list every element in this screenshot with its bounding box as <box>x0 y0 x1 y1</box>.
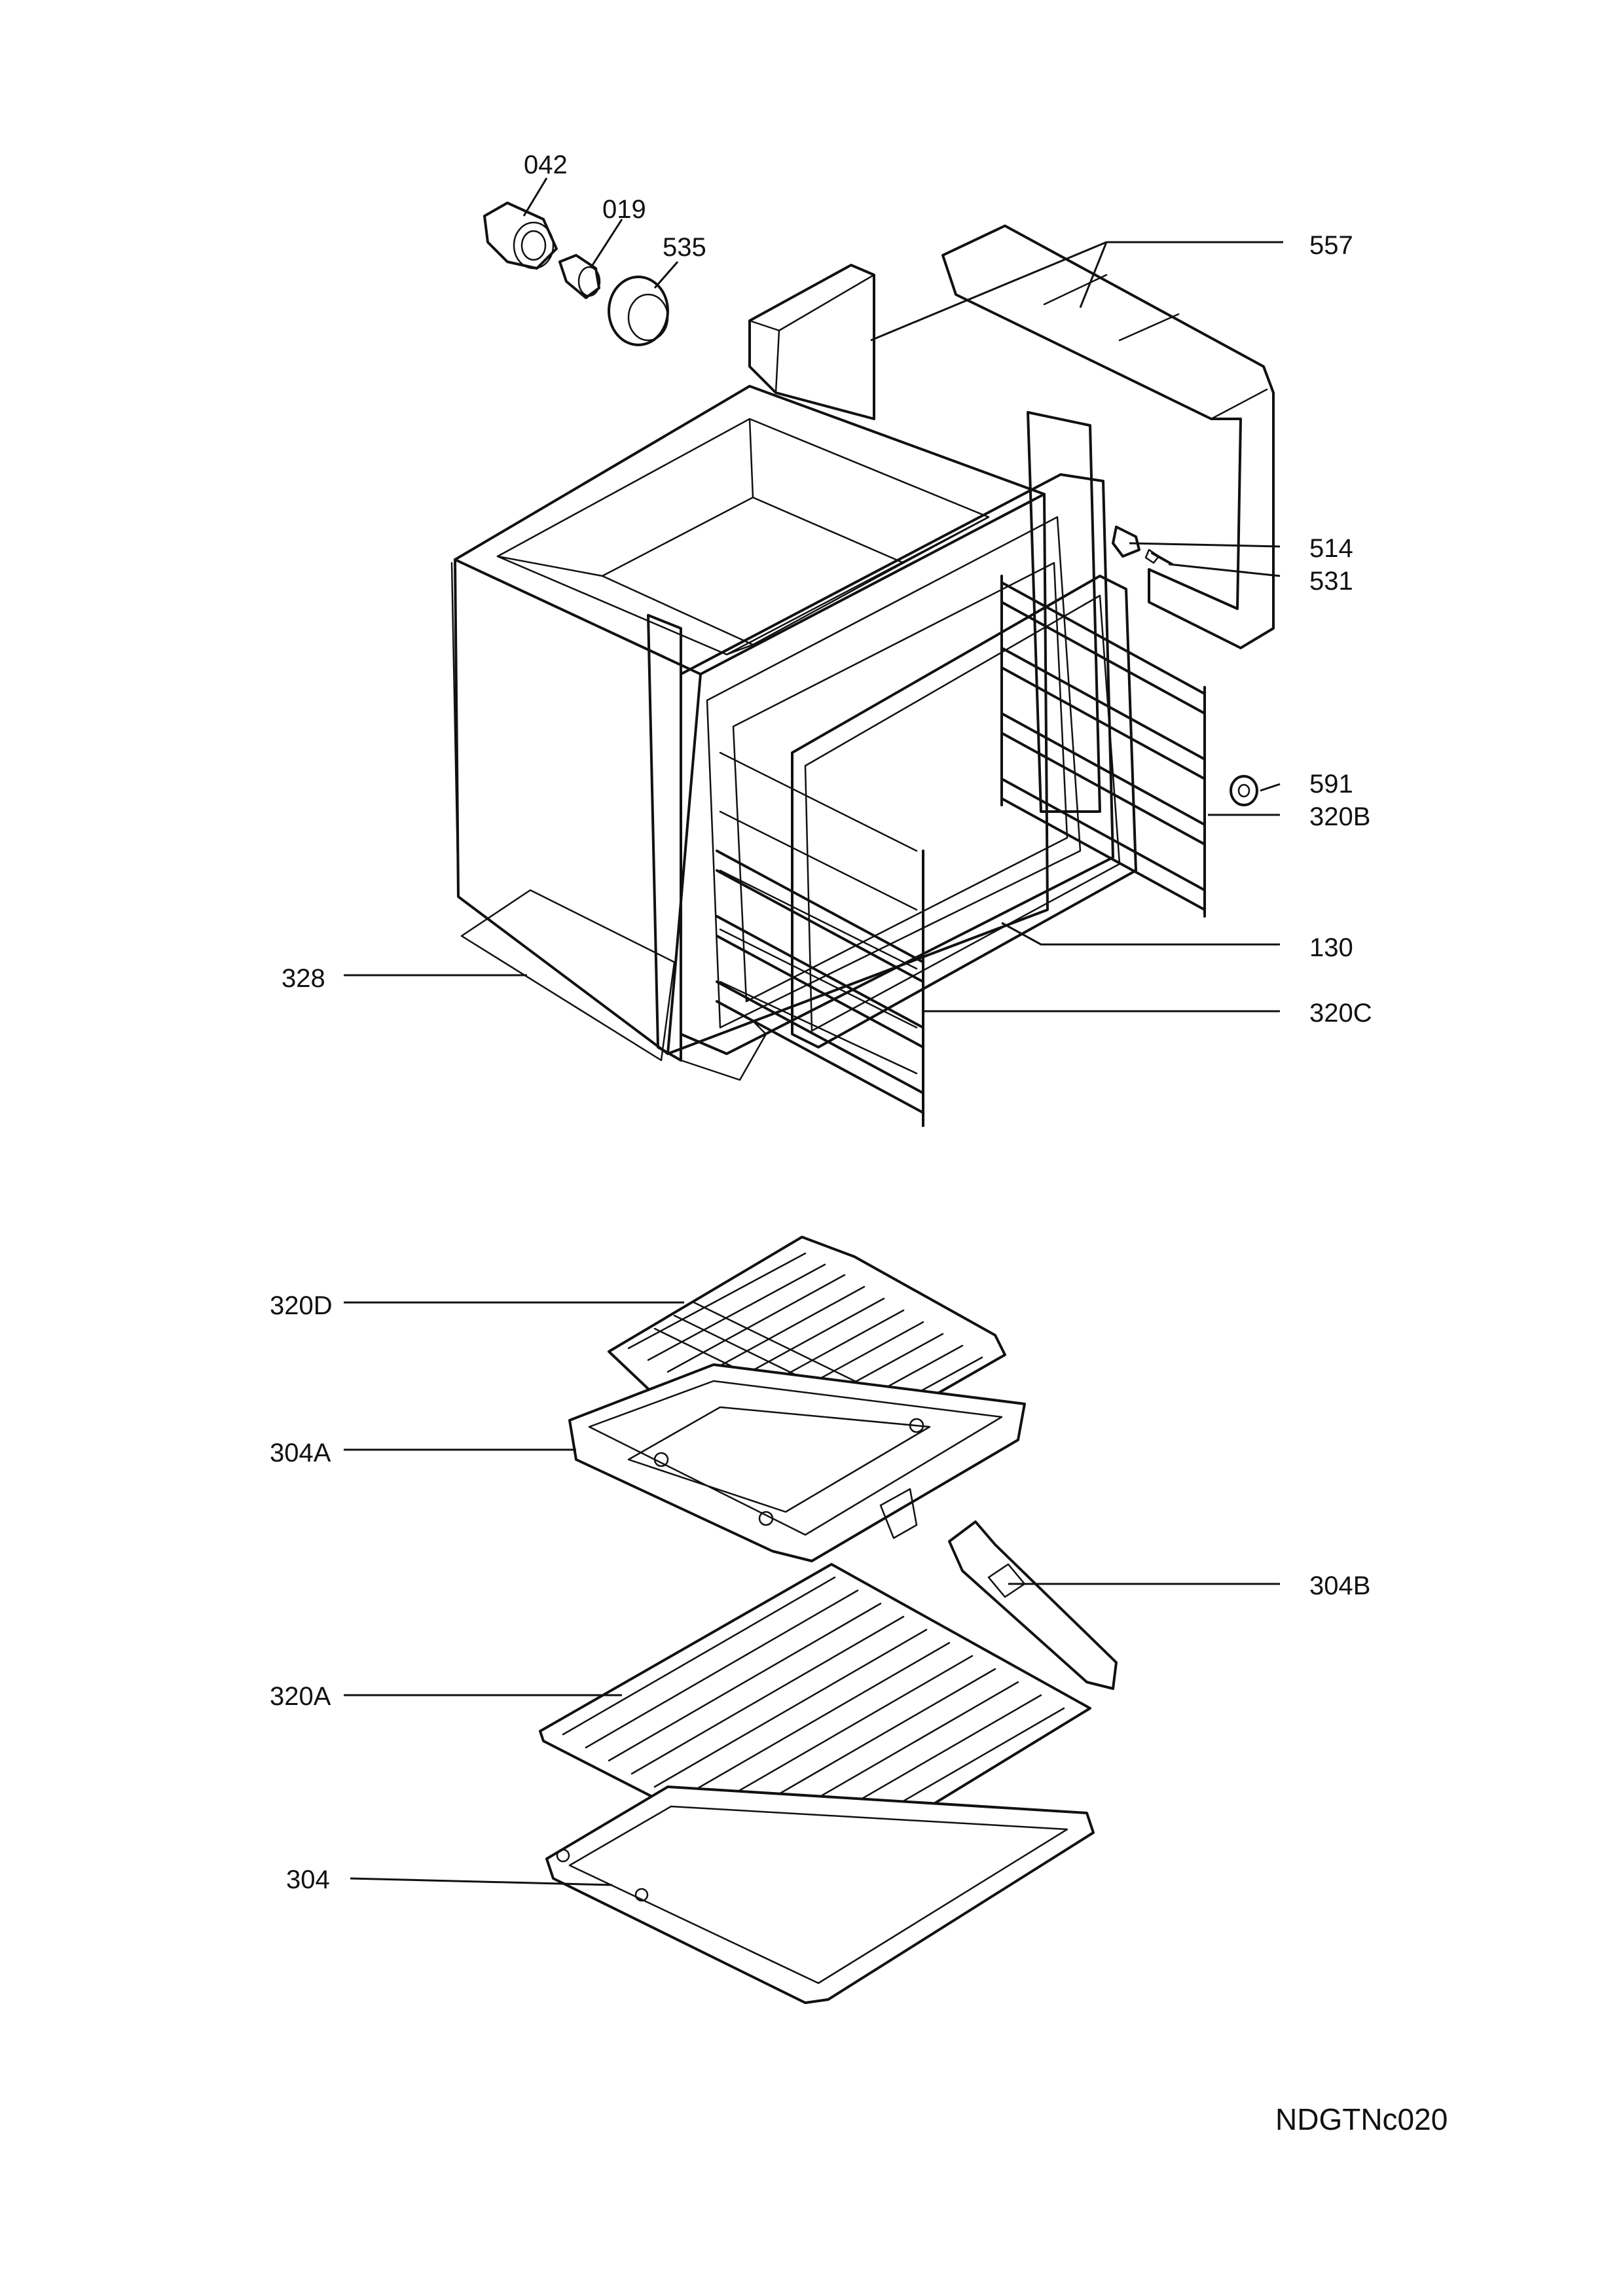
insulation-pad-small <box>748 264 875 420</box>
grill-pan <box>568 1363 1026 1562</box>
label-042: 042 <box>524 151 568 179</box>
screw-part <box>1112 526 1173 565</box>
label-130: 130 <box>1309 933 1353 962</box>
label-591: 591 <box>1309 770 1353 798</box>
label-531: 531 <box>1309 567 1353 596</box>
lamp-holder-part <box>483 202 558 270</box>
oven-cavity <box>450 385 1114 1081</box>
label-320D: 320D <box>270 1291 333 1320</box>
label-328: 328 <box>282 964 325 993</box>
label-304: 304 <box>286 1865 330 1894</box>
label-304B: 304B <box>1309 1571 1371 1600</box>
insulation-wrap-large <box>941 224 1275 649</box>
label-320C: 320C <box>1309 999 1372 1028</box>
label-019: 019 <box>602 195 646 224</box>
lamp-cover-part <box>608 276 669 346</box>
leader-lines <box>344 177 1283 1886</box>
label-514: 514 <box>1309 534 1353 563</box>
label-535: 535 <box>663 233 706 262</box>
shelf-runner-left <box>716 850 924 1127</box>
shelf-runner-right <box>1000 575 1206 918</box>
lamp-bulb-part <box>558 254 601 299</box>
washer-part <box>1230 775 1258 806</box>
label-557: 557 <box>1309 231 1353 260</box>
label-320A: 320A <box>270 1682 331 1711</box>
label-304A: 304A <box>270 1439 331 1467</box>
label-320B: 320B <box>1309 802 1371 831</box>
baking-tray <box>545 1785 1095 2004</box>
drawing-code: NDGTNc020 <box>1275 2102 1448 2136</box>
